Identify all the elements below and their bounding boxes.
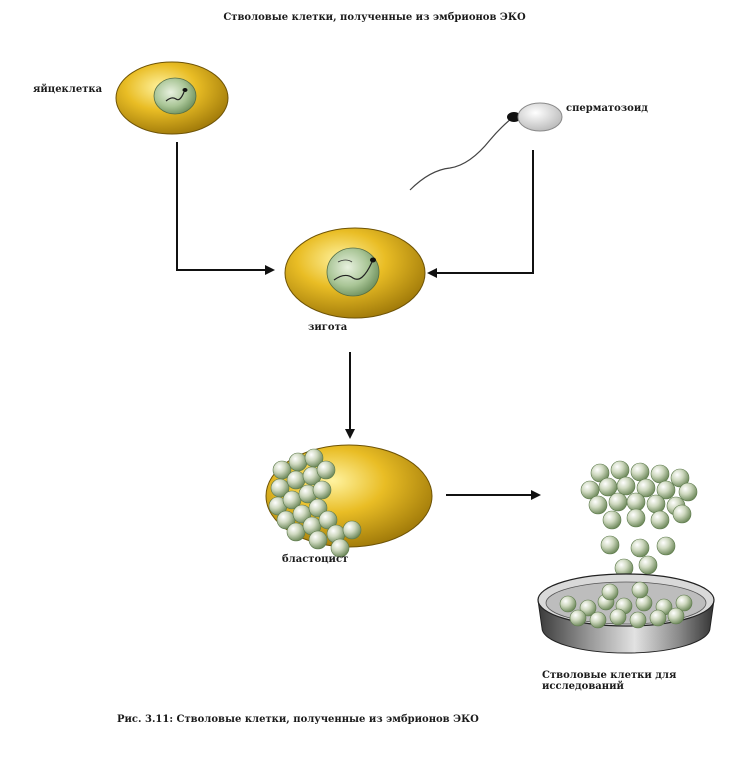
stem-cell: [598, 477, 618, 497]
stem-cell: [629, 611, 647, 629]
arrow-sperm-to-zygote: [427, 150, 534, 278]
stem-cell: [630, 538, 650, 558]
stem-cell: [626, 492, 646, 512]
stem-cell: [608, 492, 628, 512]
stem-cell: [609, 608, 627, 626]
stem-cell: [308, 498, 328, 518]
egg-cell: [115, 61, 229, 135]
stem-cell: [312, 480, 332, 500]
stem-cell: [649, 609, 667, 627]
stem-cell: [602, 510, 622, 530]
stem-cell: [675, 594, 693, 612]
egg-label: яйцеклетка: [33, 84, 103, 95]
stem-cells-dish-label: Стволовые клетки для исследований: [542, 670, 677, 692]
stem-cell: [672, 504, 692, 524]
stem-cell: [646, 494, 666, 514]
stem-cell: [559, 595, 577, 613]
stem-cell: [678, 482, 698, 502]
sperm-label: сперматозоид: [566, 103, 648, 114]
stem-cell: [656, 480, 676, 500]
stem-cell: [286, 522, 306, 542]
stem-cell: [650, 510, 670, 530]
blastocyst-cell: [265, 444, 433, 558]
petri-dish: [537, 573, 715, 654]
diagram-title: Стволовые клетки, полученные из эмбрионо…: [223, 12, 526, 23]
stem-cell: [630, 462, 650, 482]
stem-cell: [579, 599, 597, 617]
stem-cell: [318, 510, 338, 530]
stem-cells-in-dish: [559, 581, 693, 629]
blastocyst-label: бластоцист: [282, 554, 349, 565]
stem-cell: [330, 538, 350, 558]
stem-cell: [631, 581, 649, 599]
stem-cell: [656, 536, 676, 556]
stem-cell: [308, 530, 328, 550]
stem-cell: [288, 452, 308, 472]
stem-cell: [610, 460, 630, 480]
stem-cell: [588, 495, 608, 515]
stem-cell: [638, 555, 658, 575]
sperm-cell: [409, 102, 563, 191]
stem-cell: [601, 583, 619, 601]
stem-cell: [316, 460, 336, 480]
stem-cell-cluster: [580, 460, 698, 598]
stem-cell: [580, 480, 600, 500]
stem-cell: [569, 609, 587, 627]
stem-cell: [626, 508, 646, 528]
stem-cell: [589, 611, 607, 629]
stem-cell: [342, 520, 362, 540]
figure-caption: Рис. 3.11: Стволовые клетки, полученные …: [117, 714, 479, 725]
stem-cell: [616, 476, 636, 496]
zygote-label: зигота: [308, 322, 348, 333]
stem-cell: [286, 470, 306, 490]
stem-cell: [636, 478, 656, 498]
stem-cell: [590, 463, 610, 483]
zygote-cell: [284, 227, 426, 319]
stem-cell: [600, 535, 620, 555]
stem-cell: [667, 607, 685, 625]
stem-cell: [670, 468, 690, 488]
inner-cell-mass: [268, 448, 362, 558]
arrow-egg-to-zygote: [176, 142, 275, 275]
stem-cell: [650, 464, 670, 484]
